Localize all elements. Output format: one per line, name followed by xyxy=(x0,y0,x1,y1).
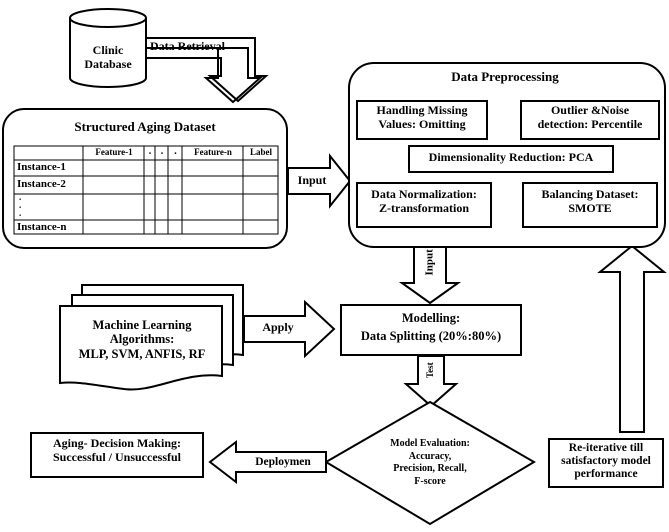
decision-line1: Aging- Decision Making: xyxy=(52,436,181,450)
balancing-box xyxy=(522,182,658,228)
test-label: Test xyxy=(424,362,435,379)
table-header-feature-n: Feature-n xyxy=(194,147,232,157)
modelling-label: Modelling: Data Splitting (20%:80%) xyxy=(340,310,522,345)
missing-values-box xyxy=(356,100,488,140)
outlier-line1: Outlier &Noise xyxy=(550,103,630,117)
reiterative-label: Re-iterative till satisfactory model per… xyxy=(548,442,664,482)
reiterative-line3: performance xyxy=(574,468,638,481)
missing-values-line1: Handling Missing xyxy=(376,103,468,117)
reduction-label: Dimensionality Reduction: PCA xyxy=(428,150,594,164)
apply-arrow xyxy=(243,299,336,359)
modelling-line2: Data Splitting (20%:80%) xyxy=(360,328,502,343)
missing-values-label: Handling Missing Values: Omitting xyxy=(356,103,488,132)
table-header-dot-1: . xyxy=(148,146,152,157)
ml-line1: Machine Learning xyxy=(92,318,192,332)
table-header-feature-1: Feature-1 xyxy=(95,147,133,157)
decision-box xyxy=(30,432,204,478)
retrieval-label: Data Retrieval xyxy=(150,39,225,53)
table-row-instance-1: Instance-1 xyxy=(17,161,66,173)
table-row-instance-n: Instance-n xyxy=(17,221,67,233)
reiterative-line2: satisfactory model xyxy=(561,455,651,468)
table-row-instance-2: Instance-2 xyxy=(17,178,66,190)
outlier-line2: detection: Percentile xyxy=(537,116,643,131)
test-arrow xyxy=(403,355,459,408)
evaluation-line1: Model Evaluation: xyxy=(390,438,470,449)
evaluation-label: Model Evaluation: Accuracy, Precision, R… xyxy=(370,438,490,488)
table-header-label: Label xyxy=(249,147,272,157)
database-cylinder xyxy=(69,8,147,88)
table-header-dot-3: . xyxy=(174,146,177,157)
balancing-line1: Balancing Dataset: xyxy=(541,187,639,201)
reiterative-box xyxy=(548,438,664,488)
dataset-box xyxy=(2,108,288,249)
dataset-title: Structured Aging Dataset xyxy=(74,119,216,134)
database-label-line2: Database xyxy=(84,56,132,71)
modelling-box xyxy=(340,304,522,356)
ml-document-stack xyxy=(59,284,244,391)
deployment-arrow xyxy=(208,439,327,485)
reiterative-line1: Re-iterative till xyxy=(568,442,644,454)
normalization-box xyxy=(356,182,492,228)
database-label: Clinic Database xyxy=(80,43,136,72)
outlier-box xyxy=(520,100,660,140)
input-label-horizontal: Input xyxy=(297,173,327,187)
evaluation-line3: Precision, Recall, xyxy=(393,463,467,474)
input-arrow-horizontal xyxy=(287,153,352,209)
modelling-line1: Modelling: xyxy=(401,311,461,325)
normalization-label: Data Normalization: Z-transformation xyxy=(356,187,492,216)
decision-line2: Successful / Unsuccessful xyxy=(52,449,181,464)
normalization-line1: Data Normalization: xyxy=(371,187,477,201)
evaluation-line2: Accuracy, xyxy=(408,450,452,462)
balancing-label: Balancing Dataset: SMOTE xyxy=(522,187,658,216)
table-row-dot-2: . xyxy=(19,200,22,210)
evaluation-diamond xyxy=(324,400,536,526)
deployment-label: Deploymen xyxy=(255,456,311,468)
input-label-vertical: Input xyxy=(423,249,436,276)
table-row-dot-1: . xyxy=(19,192,22,202)
evaluation-line4: F-score xyxy=(414,475,446,487)
reduction-box xyxy=(408,145,614,173)
reiterative-arrow xyxy=(597,244,667,433)
ml-algorithms-label: Machine Learning Algorithms: MLP, SVM, A… xyxy=(62,318,222,361)
input-arrow-down xyxy=(398,245,462,305)
ml-line3: MLP, SVM, ANFIS, RF xyxy=(78,346,206,361)
decision-label: Aging- Decision Making: Successful / Uns… xyxy=(30,436,204,465)
preprocessing-title: Data Preprocessing xyxy=(451,69,559,84)
missing-values-line2: Values: Omitting xyxy=(378,116,466,131)
normalization-line2: Z-transformation xyxy=(379,200,469,215)
table-row-dot-3: . xyxy=(19,208,22,218)
outlier-label: Outlier &Noise detection: Percentile xyxy=(520,103,660,132)
table-header-dot-2: . xyxy=(160,146,164,157)
database-label-line1: Clinic xyxy=(92,43,124,57)
apply-label: Apply xyxy=(262,320,294,334)
ml-line2: Algorithms: xyxy=(109,332,175,347)
balancing-line2: SMOTE xyxy=(568,200,612,215)
